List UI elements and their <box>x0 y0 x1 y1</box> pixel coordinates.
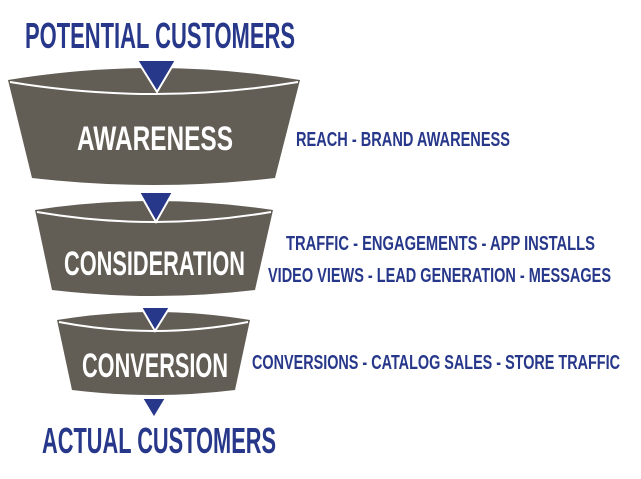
stage-label-consideration: CONSIDERATION <box>64 245 245 283</box>
arrow-down-icon <box>140 397 168 420</box>
stage-objectives-consideration-line2: VIDEO VIEWS - LEAD GENERATION - MESSAGES <box>268 265 611 287</box>
funnel-stage-consideration: CONSIDERATION <box>35 191 273 296</box>
stage-label-awareness: AWARENESS <box>77 120 233 158</box>
funnel-stage-conversion: CONVERSION <box>57 306 250 395</box>
arrow-down-icon <box>137 191 175 225</box>
stage-label-conversion: CONVERSION <box>82 347 228 385</box>
funnel-stage-awareness: AWARENESS <box>8 59 300 185</box>
stage-objectives-consideration-line1: TRAFFIC - ENGAGEMENTS - APP INSTALLS <box>286 233 595 255</box>
arrow-down-icon <box>135 59 178 94</box>
potential-customers-label: POTENTIAL CUSTOMERS <box>25 15 295 56</box>
actual-customers-label: ACTUAL CUSTOMERS <box>42 420 276 461</box>
arrow-down-icon <box>139 306 172 333</box>
stage-objectives-conversion: CONVERSIONS - CATALOG SALES - STORE TRAF… <box>252 352 620 374</box>
stage-objectives-awareness: REACH - BRAND AWARENESS <box>296 129 510 151</box>
